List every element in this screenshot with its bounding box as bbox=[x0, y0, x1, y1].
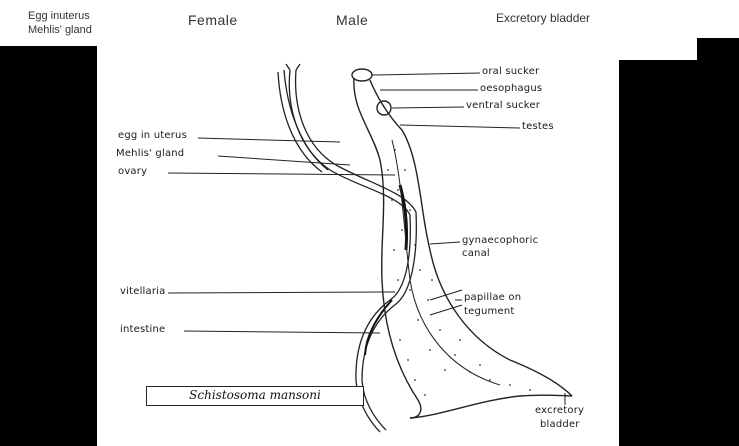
label-ovary: ovary bbox=[118, 166, 147, 177]
label-intestine: intestine bbox=[120, 324, 165, 335]
label-ventral-sucker: ventral sucker bbox=[466, 100, 540, 111]
label-oral-sucker: oral sucker bbox=[482, 66, 539, 77]
label-oesophagus: oesophagus bbox=[480, 83, 542, 94]
label-mehlis-gland: Mehlis' gland bbox=[116, 148, 184, 159]
female-worm bbox=[278, 64, 416, 432]
label-testes: testes bbox=[522, 121, 554, 132]
label-egg-in-uterus: egg in uterus bbox=[118, 130, 187, 141]
label-bladder: bladder bbox=[540, 419, 580, 430]
label-tegument: tegument bbox=[464, 306, 515, 317]
species-name-box: Schistosoma mansoni bbox=[146, 386, 364, 406]
label-papillae-on: papillae on bbox=[464, 292, 521, 303]
leader-lines-left bbox=[168, 138, 395, 333]
label-excretory: excretory bbox=[535, 405, 584, 416]
label-vitellaria: vitellaria bbox=[120, 286, 165, 297]
label-gynaecophoric: gynaecophoric bbox=[462, 235, 538, 246]
label-canal: canal bbox=[462, 248, 490, 259]
